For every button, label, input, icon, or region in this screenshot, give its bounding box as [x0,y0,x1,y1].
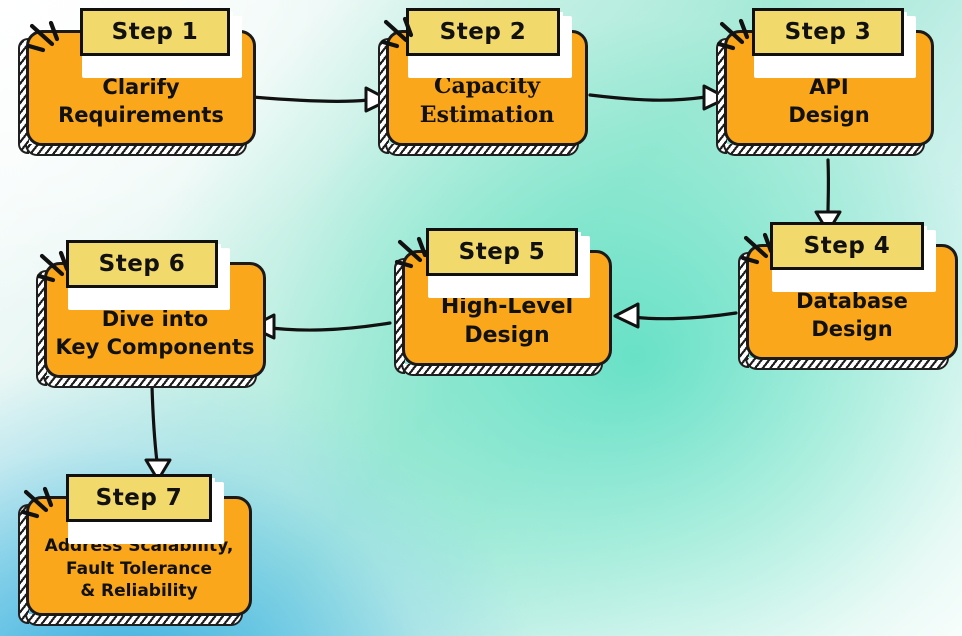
arrow-step5-step6-line [260,321,392,332]
step-card-2[interactable]: Capacity Estimation Step 2 [378,8,588,156]
step-label-text: Step 7 [95,485,183,511]
step-card-3[interactable]: API Design Step 3 [716,8,934,156]
step-label-banner[interactable]: Step 7 [66,474,212,522]
card-shadow-left [18,38,29,154]
step-label-text: Step 4 [803,233,891,259]
sparkle-icon [740,232,786,278]
sparkle-icon [394,236,440,282]
step-label-banner[interactable]: Step 5 [426,228,578,276]
step-label-text: Step 6 [98,251,186,277]
card-shadow-left [378,38,389,154]
sparkle-icon [20,486,66,532]
step-description: High-Level Design [440,293,574,348]
sparkle-icon [36,250,82,296]
card-shadow-left [394,258,405,374]
step-label-banner[interactable]: Step 4 [770,222,924,270]
step-label-banner[interactable]: Step 6 [66,240,218,288]
sparkle-icon [716,18,762,64]
arrow-step4-step5-head [613,302,640,329]
card-shadow-left [738,252,749,368]
arrow-step1-step2-line [250,95,370,104]
step-description: Address Scalability, Fault Tolerance & R… [44,535,234,602]
step-card-1[interactable]: Clarify Requirements Step 1 [18,8,256,156]
arrow-step6-step7-line [150,384,159,464]
step-description: Clarify Requirements [58,74,224,127]
card-shadow-left [18,504,29,624]
sparkle-icon [26,20,72,66]
card-shadow-left [36,270,47,386]
step-label-text: Step 5 [458,239,546,265]
step-label-banner[interactable]: Step 3 [752,8,904,56]
step-card-4[interactable]: Database Design Step 4 [738,222,958,370]
card-shadow-left [716,38,727,154]
step-description: Database Design [796,288,908,341]
step-label-text: Step 2 [439,19,527,45]
step-label-banner[interactable]: Step 1 [80,8,230,56]
step-label-banner[interactable]: Step 2 [406,8,560,56]
step-description: Capacity Estimation [419,72,555,128]
step-label-text: Step 3 [784,19,872,45]
arrow-step2-step3-line [588,93,708,102]
arrow-step4-step5-line [624,311,738,321]
step-card-6[interactable]: Dive into Key Components Step 6 [36,240,266,388]
step-card-5[interactable]: High-Level Design Step 5 [394,228,612,376]
sparkle-icon [380,16,426,62]
step-description: Dive into Key Components [55,306,255,359]
step-card-7[interactable]: Address Scalability, Fault Tolerance & R… [18,474,252,626]
step-description: API Design [788,74,870,127]
step-label-text: Step 1 [111,19,199,45]
